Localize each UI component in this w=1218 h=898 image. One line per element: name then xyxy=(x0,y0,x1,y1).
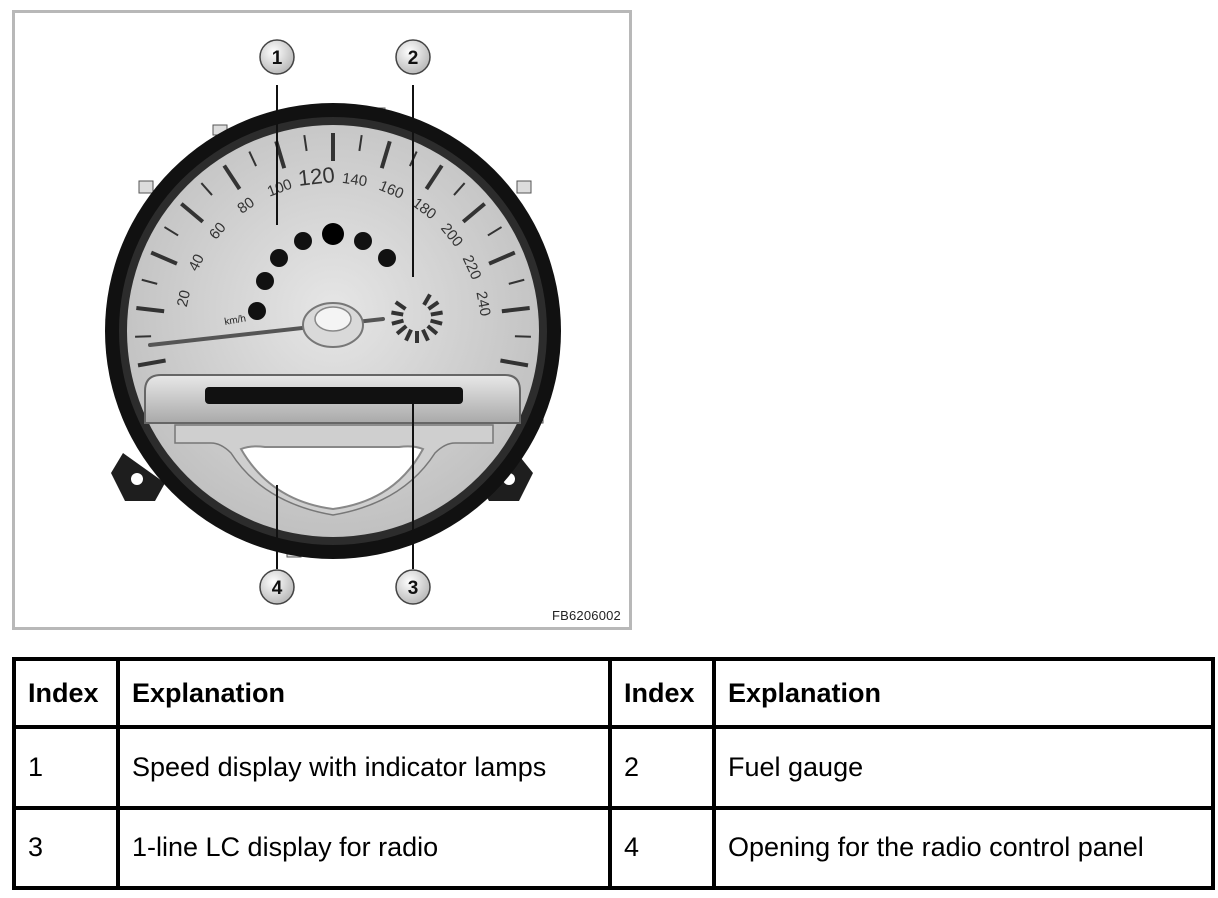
fuel-segment xyxy=(391,310,404,317)
legend-table: Index Explanation Index Explanation 1 Sp… xyxy=(12,656,1215,891)
row-explanation: 1-line LC display for radio xyxy=(116,805,612,891)
scale-tick xyxy=(488,250,516,266)
scale-tick xyxy=(136,306,165,314)
callout-1: 1 xyxy=(259,39,295,75)
svg-text:1: 1 xyxy=(272,48,283,69)
scale-tick xyxy=(303,134,308,152)
speed-label: 80 xyxy=(234,194,257,217)
table-row: 3 1-line LC display for radio 4 Opening … xyxy=(12,805,1215,891)
fuel-segment xyxy=(430,318,443,326)
row-index: 2 xyxy=(608,725,716,810)
row-explanation: Speed display with indicator lamps xyxy=(116,725,612,810)
scale-tick xyxy=(137,358,166,368)
speed-label: 20 xyxy=(174,289,194,309)
header-index-1: Index xyxy=(12,656,120,730)
fuel-segment xyxy=(422,293,432,306)
table-header-row: Index Explanation Index Explanation xyxy=(12,656,1215,730)
callout-4: 4 xyxy=(259,569,295,605)
scale-tick xyxy=(500,358,529,368)
scale-tick xyxy=(501,306,530,314)
speed-label: 140 xyxy=(341,170,368,190)
figure-code: FB6206002 xyxy=(551,608,621,623)
svg-text:2: 2 xyxy=(408,48,419,69)
row-explanation: Fuel gauge xyxy=(712,725,1215,810)
indicator-lamps xyxy=(248,223,396,320)
callout-2: 2 xyxy=(395,39,431,75)
callout-leaders xyxy=(276,85,414,569)
header-index-2: Index xyxy=(608,656,716,730)
fuel-segment xyxy=(421,328,430,342)
fuel-segment xyxy=(391,318,404,326)
fuel-segment xyxy=(395,324,408,336)
row-index: 1 xyxy=(12,725,120,810)
speed-scale xyxy=(135,133,531,368)
fuel-segment xyxy=(430,310,443,317)
speed-label: 120 xyxy=(297,162,336,191)
lc-display xyxy=(205,387,463,404)
speed-label: 240 xyxy=(472,290,493,318)
scale-tick xyxy=(141,278,158,285)
fuel-segment xyxy=(404,328,413,342)
scale-tick xyxy=(200,182,213,196)
scale-tick xyxy=(248,151,257,167)
scale-tick xyxy=(453,182,466,196)
row-index: 3 xyxy=(12,805,120,891)
scale-tick xyxy=(222,164,242,191)
callout-3: 3 xyxy=(395,569,431,605)
fuel-gauge xyxy=(391,293,443,343)
scale-tick xyxy=(163,226,179,237)
fuel-segment xyxy=(394,300,407,311)
row-explanation: Opening for the radio control panel xyxy=(712,805,1215,891)
table-row: 1 Speed display with indicator lamps 2 F… xyxy=(12,725,1215,810)
speed-unit-label: km/h xyxy=(224,313,247,328)
header-explanation-2: Explanation xyxy=(712,656,1215,730)
svg-text:4: 4 xyxy=(272,578,283,599)
scale-tick xyxy=(461,202,486,224)
scale-tick xyxy=(424,164,444,191)
scale-tick xyxy=(487,226,503,237)
scale-tick xyxy=(150,250,178,266)
scale-tick xyxy=(180,202,205,224)
speed-needle xyxy=(148,302,385,348)
scale-tick xyxy=(508,278,525,285)
radio-panel-opening xyxy=(239,445,425,511)
scale-tick xyxy=(379,140,392,169)
row-index: 4 xyxy=(608,805,716,891)
scale-tick xyxy=(358,134,363,152)
header-explanation-1: Explanation xyxy=(116,656,612,730)
fuel-segment xyxy=(426,324,439,336)
svg-text:3: 3 xyxy=(408,578,419,599)
fuel-segment xyxy=(427,300,440,311)
speed-label: 40 xyxy=(185,251,208,274)
